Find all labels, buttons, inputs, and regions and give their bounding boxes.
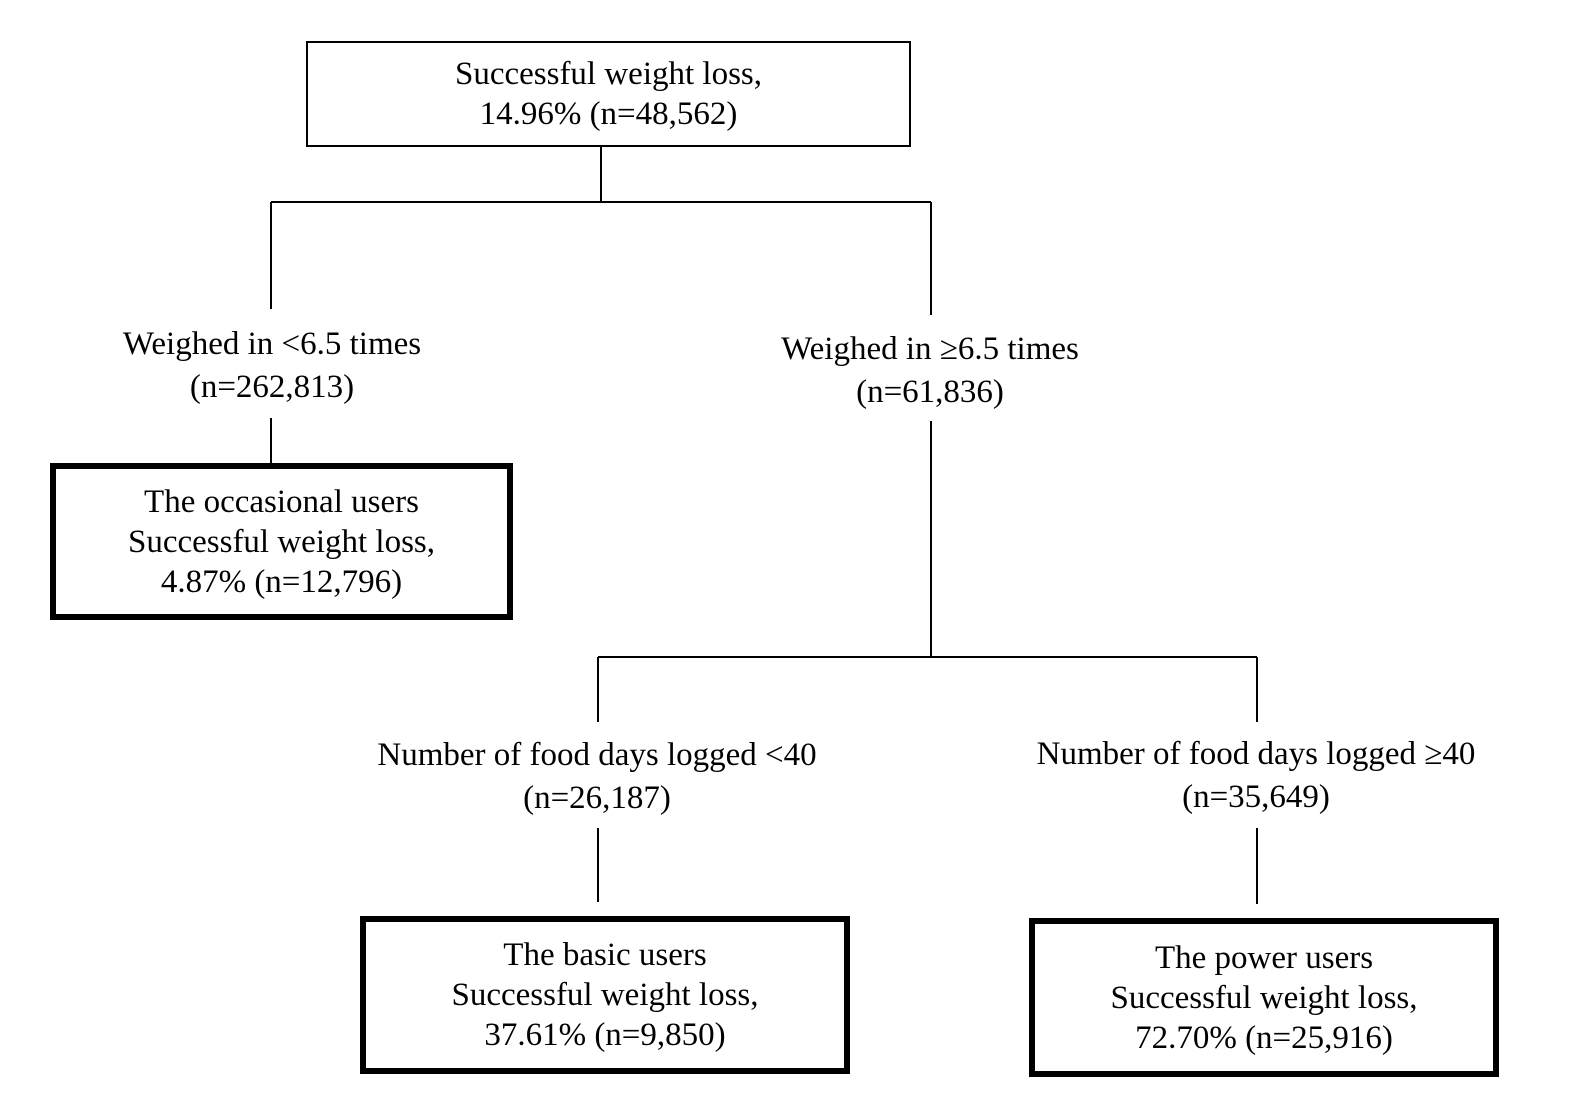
occasional-users-node: The occasional users Successful weight l… bbox=[50, 463, 513, 620]
food-low-line-2: (n=26,187) bbox=[523, 780, 671, 816]
weighed-high-line-1: Weighed in ≥6.5 times bbox=[781, 331, 1079, 367]
split-weighed-high-label: Weighed in ≥6.5 times (n=61,836) bbox=[720, 328, 1140, 414]
split-food-high-label: Number of food days logged ≥40 (n=35,649… bbox=[1000, 733, 1512, 819]
weighed-high-line-2: (n=61,836) bbox=[856, 374, 1004, 410]
root-line-1: Successful weight loss, bbox=[454, 56, 763, 92]
occasional-line-3: 4.87% (n=12,796) bbox=[160, 563, 403, 600]
occasional-line-1: The occasional users bbox=[144, 483, 419, 520]
food-high-line-2: (n=35,649) bbox=[1182, 779, 1330, 815]
power-line-3: 72.70% (n=25,916) bbox=[1135, 1019, 1393, 1056]
weighed-low-line-2: (n=262,813) bbox=[189, 369, 355, 405]
basic-line-1: The basic users bbox=[503, 937, 707, 973]
basic-line-2: Successful weight loss, bbox=[451, 977, 759, 1013]
occasional-line-2: Successful weight loss, bbox=[127, 523, 436, 560]
food-high-line-1: Number of food days logged ≥40 bbox=[1036, 736, 1476, 772]
split-food-low-label: Number of food days logged <40 (n=26,187… bbox=[340, 734, 854, 820]
basic-users-node: The basic users Successful weight loss, … bbox=[360, 916, 850, 1074]
root-line-2: 14.96% (n=48,562) bbox=[479, 96, 738, 132]
split-weighed-low-label: Weighed in <6.5 times (n=262,813) bbox=[60, 323, 484, 409]
basic-line-3: 37.61% (n=9,850) bbox=[484, 1017, 726, 1053]
root-node: Successful weight loss, 14.96% (n=48,562… bbox=[306, 41, 911, 147]
power-users-node: The power users Successful weight loss, … bbox=[1029, 918, 1499, 1077]
weighed-low-line-1: Weighed in <6.5 times bbox=[122, 326, 422, 362]
power-line-2: Successful weight loss, bbox=[1110, 979, 1418, 1016]
food-low-line-1: Number of food days logged <40 bbox=[377, 737, 817, 773]
power-line-1: The power users bbox=[1154, 939, 1374, 976]
